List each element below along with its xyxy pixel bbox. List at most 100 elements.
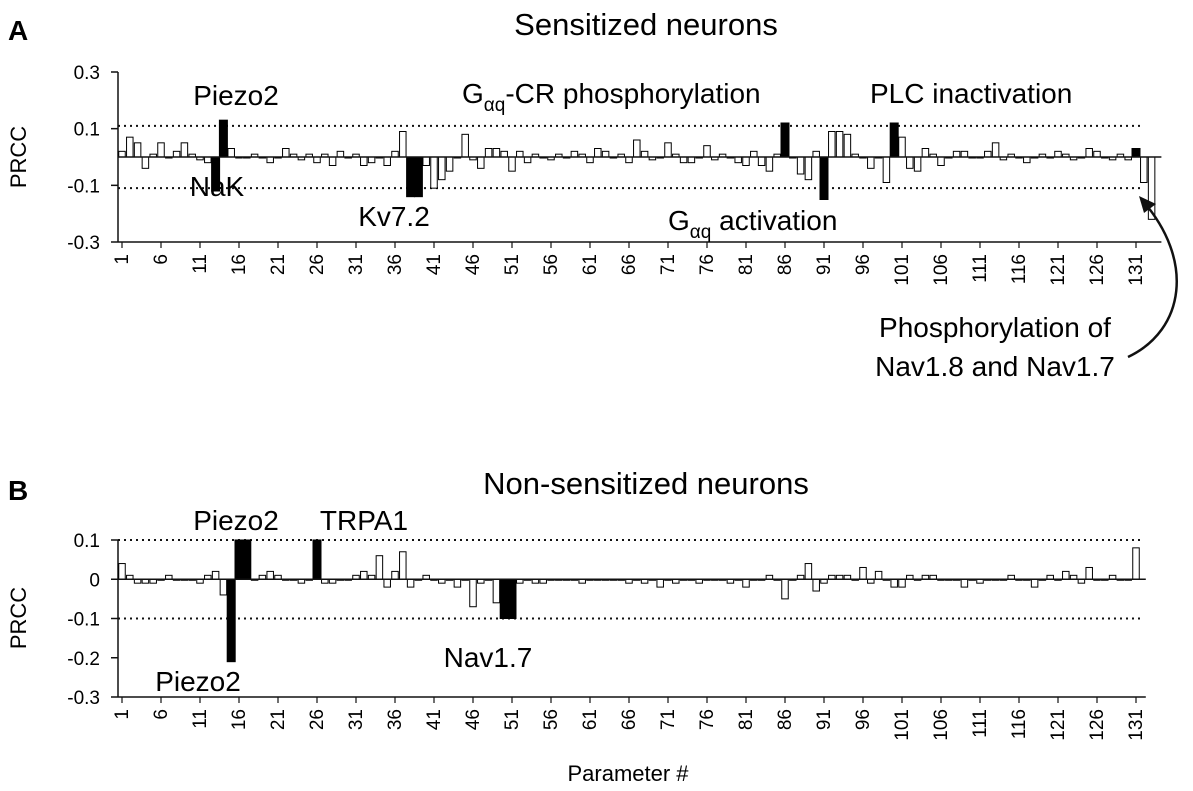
highlighted-bar — [499, 578, 509, 619]
panel-a-letter: A — [8, 15, 28, 46]
bar — [804, 563, 813, 580]
bar — [835, 131, 844, 158]
highlighted-bar — [413, 156, 423, 198]
x-tick-label: 86 — [775, 709, 796, 730]
bar — [1030, 578, 1039, 588]
x-tick-label: 126 — [1087, 709, 1108, 741]
annotation-arrow-head — [1139, 196, 1156, 213]
panel-a-title: Sensitized neurons — [514, 7, 778, 42]
bar — [601, 150, 610, 158]
highlighted-bar — [234, 539, 244, 580]
annotation-gaq-act-subscript: αq — [690, 222, 712, 243]
x-tick-label: 96 — [853, 254, 874, 275]
bar — [812, 150, 820, 158]
bar — [399, 131, 407, 158]
bar — [500, 150, 508, 158]
bar — [664, 142, 672, 158]
x-tick-label: 111 — [970, 254, 991, 283]
y-tick-label: -0.1 — [67, 176, 100, 197]
x-tick-label: 101 — [892, 254, 913, 286]
x-tick-label: 91 — [814, 254, 835, 275]
x-tick-label: 61 — [580, 254, 601, 275]
y-tick-label: 0.1 — [74, 531, 100, 552]
highlighted-bar — [406, 156, 416, 198]
bar — [375, 555, 384, 580]
x-tick-label: 71 — [658, 709, 679, 730]
bar — [765, 156, 774, 172]
bar — [1062, 570, 1070, 580]
annotation-gaq-act-g: G — [668, 205, 690, 236]
panel-b-letter: B — [8, 475, 28, 506]
bar — [227, 148, 235, 158]
bar — [180, 142, 189, 158]
annotation-phosphorylation-line2: Nav1.8 and Nav1.7 — [875, 351, 1115, 382]
bar — [796, 156, 805, 175]
bar — [328, 156, 337, 166]
bar — [913, 156, 922, 172]
bar — [742, 156, 750, 166]
annotation-plc-inactivation: PLC inactivation — [870, 78, 1072, 109]
x-tick-label: 131 — [1126, 709, 1147, 741]
bar — [391, 570, 399, 580]
bar — [937, 156, 945, 166]
x-tick-label: 31 — [346, 254, 367, 275]
bar — [952, 150, 961, 158]
x-tick-label: 116 — [1009, 254, 1030, 284]
x-tick-label: 111 — [970, 709, 991, 738]
x-tick-label: 86 — [775, 254, 796, 275]
bar — [399, 551, 407, 580]
x-tick-label: 21 — [268, 709, 289, 730]
bar — [991, 142, 1000, 158]
bar — [157, 142, 165, 158]
bar — [204, 156, 212, 164]
bar — [469, 578, 477, 608]
annotation-gaq-cr-g: G — [462, 78, 484, 109]
annotation-gaq-cr-subscript: αq — [484, 95, 506, 116]
x-tick-label: 121 — [1048, 254, 1069, 286]
annotation-b-piezo2-bottom: Piezo2 — [155, 666, 241, 697]
x-tick-label: 26 — [307, 709, 328, 730]
bar — [1132, 547, 1140, 580]
bar — [882, 156, 891, 183]
bar — [640, 150, 649, 158]
highlighted-bar — [312, 539, 322, 580]
x-tick-label: 131 — [1126, 254, 1147, 286]
bar — [781, 578, 789, 600]
bar — [859, 566, 867, 580]
x-tick-label: 101 — [892, 709, 913, 741]
bar — [921, 148, 930, 158]
bar — [430, 156, 438, 189]
y-tick-label: 0 — [89, 570, 100, 591]
panel-b-title: Non-sensitized neurons — [483, 466, 809, 501]
annotation-piezo2: Piezo2 — [193, 80, 279, 111]
x-tick-label: 66 — [619, 254, 640, 275]
bar — [282, 148, 290, 158]
bar — [266, 570, 274, 580]
bar — [453, 578, 462, 588]
bar — [360, 570, 368, 580]
annotation-b-trpa1: TRPA1 — [320, 505, 408, 536]
x-tick-label: 6 — [151, 254, 172, 265]
x-tick-label: 41 — [424, 254, 445, 275]
bar — [477, 156, 485, 169]
x-tick-label: 121 — [1048, 709, 1069, 741]
annotation-gaq-act-rest: activation — [711, 205, 837, 236]
bar — [391, 150, 399, 158]
bar — [687, 156, 696, 164]
bar — [461, 133, 469, 158]
highlighted-bar — [780, 122, 790, 158]
annotation-nak: NaK — [190, 171, 245, 202]
x-tick-label: 16 — [229, 254, 250, 275]
bar — [656, 578, 664, 588]
x-tick-label: 116 — [1009, 709, 1030, 739]
annotation-b-nav1-7: Nav1.7 — [444, 642, 533, 673]
bar — [898, 578, 906, 588]
bar — [679, 156, 688, 164]
bar — [118, 150, 126, 158]
x-tick-label: 76 — [697, 709, 718, 730]
x-tick-label: 56 — [541, 254, 562, 275]
bar — [867, 156, 875, 169]
bar — [594, 148, 602, 158]
x-tick-label: 21 — [268, 254, 289, 275]
